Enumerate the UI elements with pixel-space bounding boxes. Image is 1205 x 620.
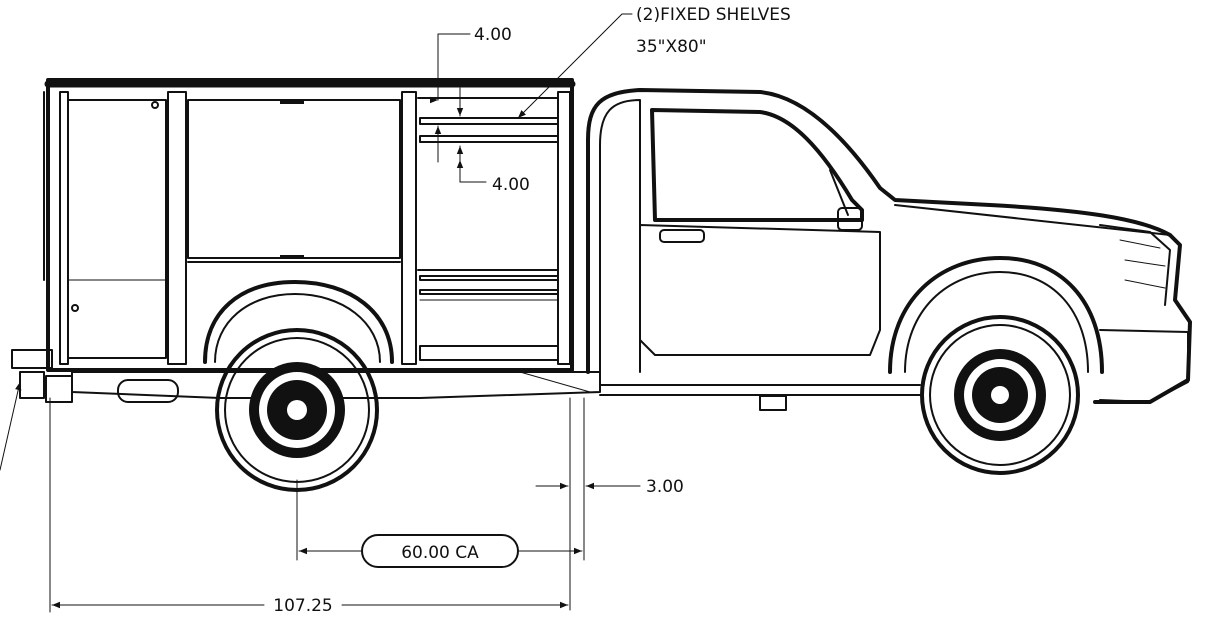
shelves-note-line2: 35"X80" <box>636 37 707 57</box>
fixed-shelf-lower <box>419 135 559 143</box>
dim-lower-shelf-gap: 4.00 <box>434 125 530 195</box>
rear-fender-arch <box>203 280 394 364</box>
dim-body-cab-gap: 3.00 <box>535 397 684 611</box>
dim-cab-to-axle: 60.00 CA <box>296 479 583 568</box>
front-fender-arch <box>888 256 1104 374</box>
fixed-shelf-upper <box>419 117 559 125</box>
dim-top-shelf-label: 4.00 <box>474 25 512 45</box>
dim-cab-axle-label: 60.00 CA <box>401 543 479 563</box>
center-compartment-door <box>187 99 401 259</box>
dim-top-shelf-gap: 4.00 <box>437 25 512 117</box>
truck-cab <box>586 88 1192 404</box>
shelves-note-line1: (2)FIXED SHELVES <box>636 5 791 25</box>
dim-lower-shelf-label: 4.00 <box>492 175 530 195</box>
rear-compartment-door <box>67 99 167 359</box>
shelves-callout: (2)FIXED SHELVES 35"X80" <box>517 5 791 119</box>
service-body <box>43 78 576 372</box>
dim-length-label: 107.25 <box>273 596 332 616</box>
rear-wheel <box>215 328 379 492</box>
dim-gap-label: 3.00 <box>646 477 684 497</box>
front-wheel <box>920 315 1080 475</box>
left-edge-leader <box>0 381 22 471</box>
dim-body-length: 107.25 <box>49 397 569 616</box>
